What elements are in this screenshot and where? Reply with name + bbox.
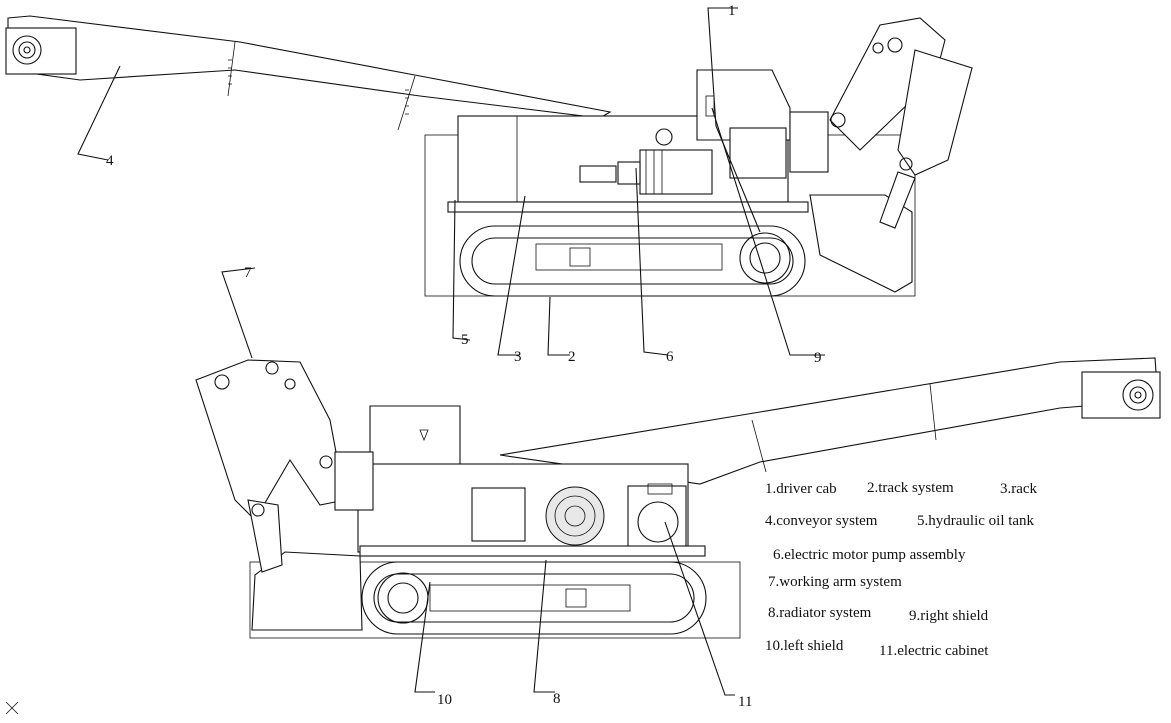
callout-7: 7 xyxy=(244,265,252,281)
upper-conveyor xyxy=(5,15,612,131)
upper-electric-cabinet xyxy=(729,127,787,179)
callout-numbers: 1 4 5 3 2 6 9 7 10 8 11 xyxy=(106,3,822,710)
legend-item-11: 11.electric cabinet xyxy=(879,643,989,659)
lower-track xyxy=(361,561,707,635)
callout-11: 11 xyxy=(738,694,752,710)
callout-10: 10 xyxy=(437,692,452,708)
legend-item-9: 9.right shield xyxy=(909,608,989,624)
lower-driver-cab xyxy=(369,405,461,471)
lower-conveyor xyxy=(499,357,1161,485)
legend: 1.driver cab 2.track system 3.rack 4.con… xyxy=(765,480,1038,659)
legend-item-3: 3.rack xyxy=(1000,481,1038,497)
lower-view xyxy=(5,267,1161,715)
legend-item-4: 4.conveyor system xyxy=(765,513,878,529)
legend-item-10: 10.left shield xyxy=(765,638,844,654)
legend-item-8: 8.radiator system xyxy=(768,605,872,621)
callout-8: 8 xyxy=(553,691,561,707)
legend-item-5: 5.hydraulic oil tank xyxy=(917,513,1035,529)
callout-2: 2 xyxy=(568,349,576,365)
lower-leaders xyxy=(221,267,735,696)
lower-working-arm xyxy=(195,359,374,573)
callout-5: 5 xyxy=(461,332,469,348)
callout-1: 1 xyxy=(728,3,736,19)
corner-cross-mark xyxy=(5,701,19,715)
upper-motor-pump xyxy=(579,128,713,195)
callout-6: 6 xyxy=(666,349,674,365)
lower-radiator xyxy=(471,486,605,546)
lower-rack xyxy=(359,545,706,557)
lower-left-shield xyxy=(251,551,363,631)
lower-electric-cabinet xyxy=(627,483,687,549)
callout-3: 3 xyxy=(514,349,522,365)
upper-track xyxy=(459,225,806,297)
upper-leaders xyxy=(77,7,825,356)
upper-working-arm xyxy=(789,17,973,229)
legend-item-7: 7.working arm system xyxy=(768,574,902,590)
legend-item-2: 2.track system xyxy=(867,480,954,496)
upper-view xyxy=(5,7,973,356)
callout-4: 4 xyxy=(106,153,114,169)
legend-item-1: 1.driver cab xyxy=(765,481,837,497)
upper-rack xyxy=(447,201,809,213)
legend-item-6: 6.electric motor pump assembly xyxy=(773,547,966,563)
callout-9: 9 xyxy=(814,350,822,366)
